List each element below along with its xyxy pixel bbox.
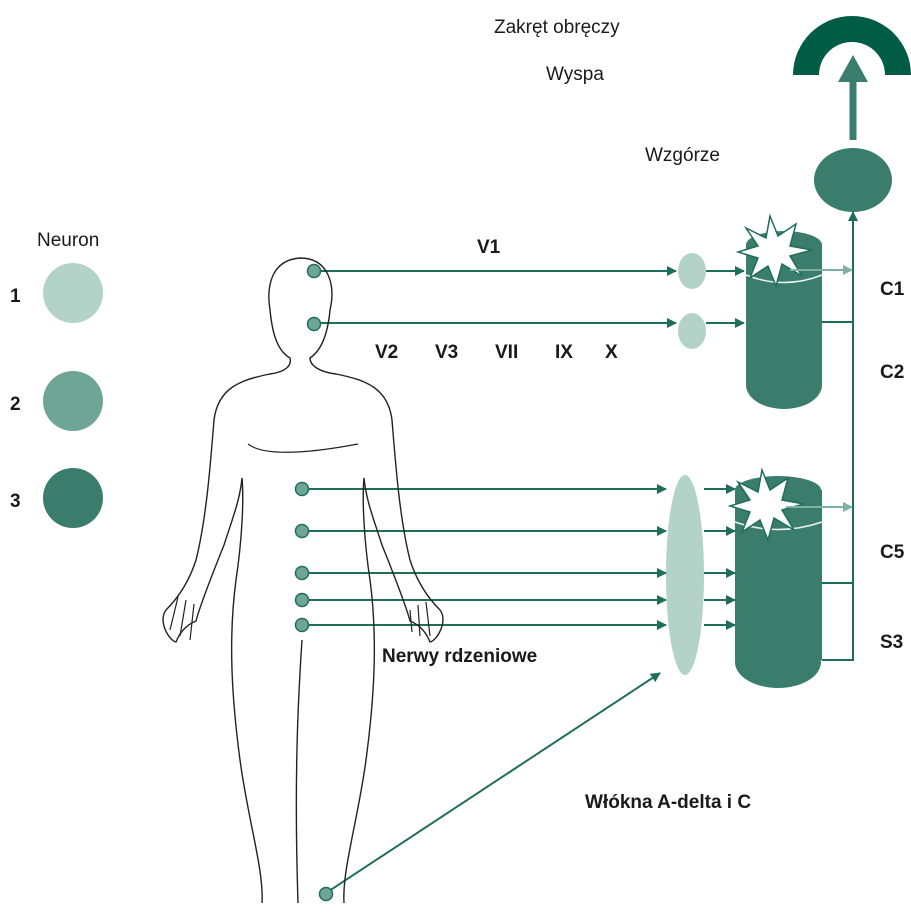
label-v3: V3 xyxy=(435,342,458,363)
lower-tract-connector xyxy=(822,322,853,660)
label-c1: C1 xyxy=(880,279,905,300)
legend-neuron-1-swatch xyxy=(43,263,103,323)
legend-neuron-3-swatch xyxy=(43,468,103,528)
label-vii: VII xyxy=(495,342,518,363)
label-s3: S3 xyxy=(880,632,903,653)
legend-label-2: 2 xyxy=(10,394,21,415)
label-c2: C2 xyxy=(880,362,904,383)
cortex-arrowhead xyxy=(838,55,868,82)
dorsal-root-ganglion xyxy=(666,475,704,675)
legend-label-1: 1 xyxy=(10,286,21,307)
trigeminal-ganglion-1 xyxy=(678,253,706,289)
stimulus-points xyxy=(296,265,333,901)
label-v2: V2 xyxy=(375,342,398,363)
legend-title: Neuron xyxy=(37,230,99,251)
ascending-tract xyxy=(822,212,853,322)
label-x: X xyxy=(605,342,618,363)
label-insula: Wyspa xyxy=(546,64,604,85)
label-c5: C5 xyxy=(880,542,905,563)
label-thalamus: Wzgórze xyxy=(645,145,720,166)
label-ix: IX xyxy=(555,342,573,363)
label-v1: V1 xyxy=(477,237,501,258)
legend-neuron-2-swatch xyxy=(43,371,103,431)
legend-label-3: 3 xyxy=(10,491,21,512)
trigeminal-ganglion-2 xyxy=(678,313,706,349)
label-cingulate-gyrus: Zakręt obręczy xyxy=(494,17,620,38)
thalamus-neuron xyxy=(814,148,892,212)
label-a-delta-c-fibers: Włókna A-delta i C xyxy=(585,792,751,813)
label-spinal-nerves: Nerwy rdzeniowe xyxy=(382,646,537,667)
human-body-outline xyxy=(163,258,443,903)
